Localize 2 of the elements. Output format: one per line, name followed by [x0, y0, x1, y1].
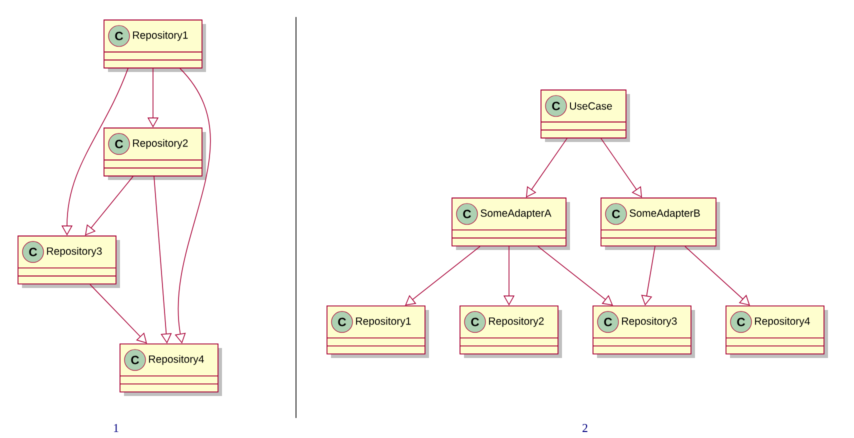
diagram-number: 2: [582, 424, 588, 432]
diagram-number: 1: [114, 424, 118, 432]
